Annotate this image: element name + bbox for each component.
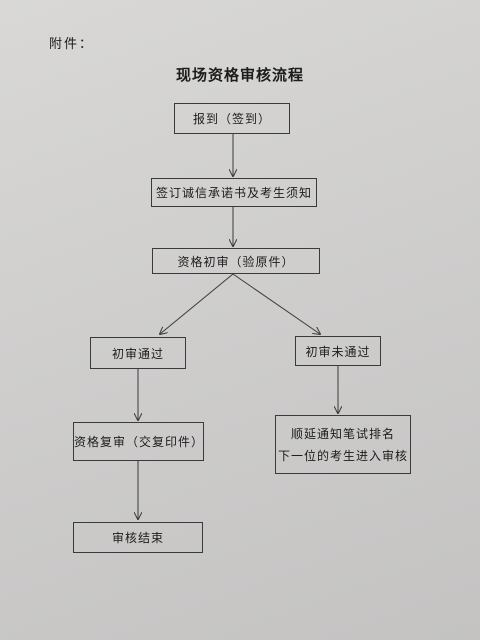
flowchart-title: 现场资格审核流程 [175,66,304,84]
step-next-candidate: 顺延通知笔试排名 下一位的考生进入审核 [275,415,411,474]
arrow-initial-to-fail [232,273,320,334]
step-initial-pass: 初审通过 [90,337,186,369]
step-second-review: 资格复审（交复印件） [73,422,204,461]
next-candidate-line-1: 顺延通知笔试排名 [290,426,395,441]
attachment-label: 附件： [49,37,95,52]
step-check-in: 报到（签到） [174,103,290,134]
step-sign-pledge: 签订诚信承诺书及考生须知 [151,178,317,207]
next-candidate-line-2: 下一位的考生进入审核 [277,448,408,463]
arrow-initial-to-pass [160,273,234,334]
step-initial-review: 资格初审（验原件） [152,248,320,274]
step-initial-fail: 初审未通过 [295,336,381,366]
step-review-end: 审核结束 [73,522,203,553]
